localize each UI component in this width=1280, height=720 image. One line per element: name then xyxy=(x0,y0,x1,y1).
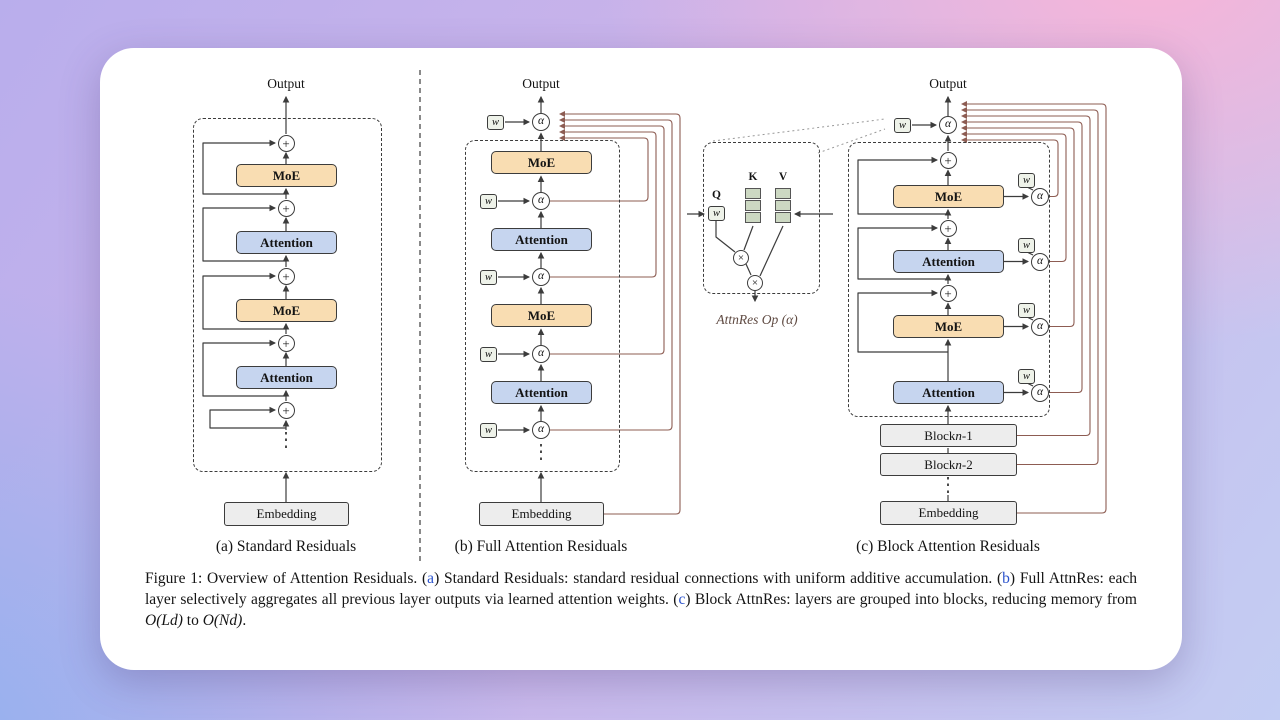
alpha-node: α xyxy=(1031,187,1049,206)
weight-box: w xyxy=(1018,368,1035,384)
block-n-1-suffix: -1 xyxy=(961,427,973,443)
panel-c-embedding-block: Embedding xyxy=(880,501,1017,525)
caption-math-new: O(Nd) xyxy=(202,612,243,630)
matmul-node: × xyxy=(747,275,763,291)
weight-box: w xyxy=(708,206,725,221)
sum-node: + xyxy=(939,151,957,169)
weight-box: w xyxy=(480,346,497,362)
caption-ref-b: b xyxy=(1002,570,1010,587)
weight-box: w xyxy=(1018,302,1035,318)
caption-mid: to xyxy=(182,612,203,630)
weight-box: w xyxy=(480,269,497,285)
block-n-2-suffix: -2 xyxy=(961,456,973,472)
panel-b-attention-block-2: Attention xyxy=(491,381,592,404)
caption-segment-b: ) Full AttnRes: each layer selectively a… xyxy=(145,570,1138,609)
block-n-2-var: n xyxy=(955,456,962,472)
sum-node: + xyxy=(277,134,295,152)
alpha-node: α xyxy=(1031,252,1049,271)
block-n-2: Block n-2 xyxy=(880,453,1017,476)
panel-a-caption: (a) Standard Residuals xyxy=(215,538,357,555)
stack-ellipsis: ⋮ xyxy=(533,442,549,464)
stack-ellipsis: ⋮ xyxy=(278,430,294,452)
alpha-node: α xyxy=(532,421,550,439)
sum-node: + xyxy=(277,334,295,352)
alpha-node: α xyxy=(1031,317,1049,336)
weight-box: w xyxy=(480,422,497,438)
attnres-op-caption: AttnRes Op (α) xyxy=(716,312,798,327)
alpha-node: α xyxy=(532,345,550,363)
panel-a-attention-block-2: Attention xyxy=(236,366,337,389)
key-label: K xyxy=(748,171,758,183)
matmul-node: × xyxy=(733,250,749,266)
key-cell xyxy=(745,188,761,199)
panel-a-moe-block-2: MoE xyxy=(236,299,337,322)
key-cell xyxy=(745,212,761,223)
panel-a-embedding-block: Embedding xyxy=(224,502,349,526)
sum-node: + xyxy=(277,199,295,217)
panel-c-attention-block-2: Attention xyxy=(893,381,1004,404)
sum-node: + xyxy=(939,219,957,237)
panel-c-caption: (c) Block Attention Residuals xyxy=(856,538,1040,555)
sum-node: + xyxy=(277,401,295,419)
weight-box: w xyxy=(480,193,497,209)
panel-b-embedding-block: Embedding xyxy=(479,502,604,526)
caption-lead: Figure 1: Overview of Attention Residual… xyxy=(145,570,428,587)
caption-math-old: O(Ld) xyxy=(145,612,183,630)
panel-b-caption: (b) Full Attention Residuals xyxy=(454,538,628,555)
stack-ellipsis: ⋮ xyxy=(940,475,956,497)
weight-box: w xyxy=(1018,237,1035,253)
panel-a-moe-block-1: MoE xyxy=(236,164,337,187)
block-n-1-var: n xyxy=(955,427,962,443)
panel-a-attention-block-1: Attention xyxy=(236,231,337,254)
block-n-1: Block n-1 xyxy=(880,424,1017,447)
panel-c-output-label: Output xyxy=(929,76,967,91)
alpha-node: α xyxy=(532,113,550,131)
caption-segment-a: ) Standard Residuals: standard residual … xyxy=(434,570,1003,587)
panel-a-output-label: Output xyxy=(267,76,305,91)
weight-box: w xyxy=(487,115,504,130)
alpha-node: α xyxy=(532,268,550,286)
block-n-2-label: Block xyxy=(924,456,956,472)
attnres-op-outline xyxy=(703,142,820,294)
panel-b-attention-block-1: Attention xyxy=(491,228,592,251)
panel-c-block-outline xyxy=(848,142,1050,417)
panel-c-moe-block-2: MoE xyxy=(893,315,1004,338)
sum-node: + xyxy=(277,267,295,285)
value-cell xyxy=(775,200,791,211)
value-label: V xyxy=(778,171,788,183)
alpha-node: α xyxy=(939,116,957,134)
panel-b-stack-outline xyxy=(465,140,620,472)
weight-box: w xyxy=(894,118,911,133)
caption-end: . xyxy=(242,612,247,630)
panel-c-attention-block-1: Attention xyxy=(893,250,1004,273)
sum-node: + xyxy=(939,284,957,302)
panel-c-moe-block-1: MoE xyxy=(893,185,1004,208)
caption-ref-a: a xyxy=(427,570,435,587)
key-cell xyxy=(745,200,761,211)
value-cell xyxy=(775,212,791,223)
block-n-1-label: Block xyxy=(924,427,956,443)
caption-ref-c: c xyxy=(678,591,686,609)
query-label: Q xyxy=(712,189,721,201)
alpha-node: α xyxy=(1031,383,1049,402)
value-cell xyxy=(775,188,791,199)
panel-a-stack-outline xyxy=(193,118,382,472)
caption-segment-c: ) Block AttnRes: layers are grouped into… xyxy=(685,591,1137,609)
panel-b-moe-block-1: MoE xyxy=(491,151,592,174)
weight-box: w xyxy=(1018,172,1035,188)
panel-b-moe-block-2: MoE xyxy=(491,304,592,327)
alpha-node: α xyxy=(532,192,550,210)
figure-caption: Figure 1: Overview of Attention Residual… xyxy=(145,568,1137,631)
panel-b-output-label: Output xyxy=(522,76,560,91)
